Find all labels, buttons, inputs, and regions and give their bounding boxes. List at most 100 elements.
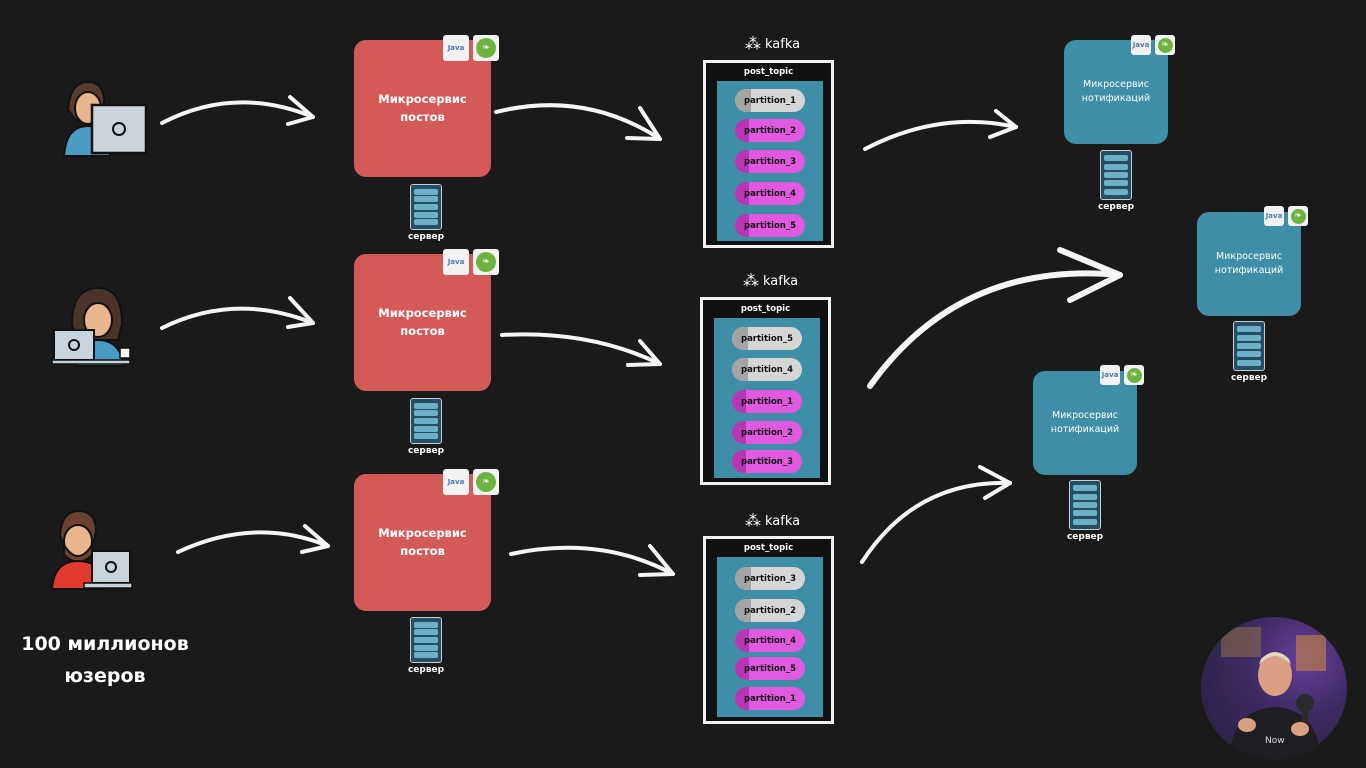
kafka-topic-2: post_topic partition_5 partition_4 parti… [700,297,831,485]
partition-pill: partition_3 [735,567,805,590]
kafka-icon: ⁂ [743,271,759,290]
partition-pill: partition_2 [735,599,805,622]
partition-label: partition_2 [743,125,797,136]
server-posts-1: сервер [408,184,444,242]
partition-label: partition_1 [743,95,797,106]
tech-badges: Java ❧ [443,249,499,275]
user-laptop-icon [50,509,133,590]
notification-service-3: Микросервис нотификаций [1033,371,1137,475]
partition-pill: partition_4 [735,629,805,652]
java-icon: Java [1131,35,1151,55]
tech-badges: Java ❧ [1131,35,1175,55]
spring-icon: ❧ [1124,365,1144,385]
server-caption: сервер [1066,532,1104,542]
server-caption: сервер [407,665,445,675]
partition-label: partition_1 [740,396,794,407]
partition-pill: partition_1 [735,89,805,112]
partition-label: partition_4 [740,364,794,375]
kafka-topic-3: post_topic partition_3 partition_2 parti… [703,536,834,724]
java-icon: Java [443,469,469,495]
posts-service-1: Микросервис постов [354,40,491,177]
server-notif-2: сервер [1231,321,1267,383]
user-laptop-icon [62,80,148,157]
tech-badges: Java ❧ [443,35,499,61]
partition-label: partition_5 [743,220,797,231]
notification-service-label: Микросервис нотификаций [1214,251,1284,276]
spring-icon: ❧ [1155,35,1175,55]
arrow-user3-to-posts3 [176,530,330,554]
java-icon: Java [1264,206,1284,226]
server-caption: сервер [407,232,445,242]
user-avatar-2 [50,280,150,380]
spring-icon: ❧ [473,469,499,495]
java-label: Java [447,478,465,486]
server-rack-icon [410,184,442,230]
user-laptop-icon [51,286,131,367]
partition-pill: partition_5 [735,657,805,680]
kafka-logo-1: ⁂ kafka [745,36,800,52]
topic-name: post_topic [740,304,791,314]
java-icon: Java [443,249,469,275]
java-label: Java [1265,212,1283,220]
arrow-user2-to-posts2 [160,306,315,330]
kafka-logo-3: ⁂ kafka [745,513,800,529]
notification-service-label: Микросервис нотификаций [1050,410,1120,435]
users-caption-line2: юзеров [64,665,146,688]
users-caption-line1: 100 миллионов [21,633,189,655]
server-notif-1: сервер [1098,150,1134,212]
partition-label: partition_3 [740,456,794,467]
partition-pill: partition_3 [735,150,805,173]
server-rack-icon [1069,480,1101,530]
partition-label: partition_1 [743,693,797,704]
kafka-topic-1: post_topic partition_1 partition_2 parti… [703,60,834,248]
topic-name: post_topic [743,67,794,77]
posts-service-3: Микросервис постов [354,474,491,611]
notification-service-label: Микросервис нотификаций [1081,79,1151,104]
partition-label: partition_4 [743,635,797,646]
partition-pill: partition_2 [732,421,802,444]
arrow-posts1-to-kafka1 [494,103,662,141]
java-label: Java [447,258,465,266]
partition-pill: partition_4 [732,358,802,381]
posts-service-2: Микросервис постов [354,254,491,391]
partitions-container: partition_5 partition_4 partition_1 part… [714,318,820,478]
kafka-label: kafka [763,273,799,289]
partitions-container: partition_3 partition_2 partition_4 part… [717,557,823,717]
partition-pill: partition_4 [735,182,805,205]
posts-service-label: Микросервис постов [378,91,467,124]
users-caption: 100 миллионов юзеров [10,628,200,693]
user-avatar-3 [48,505,148,605]
kafka-logo-2: ⁂ kafka [743,273,798,289]
arrow-posts3-to-kafka3 [509,545,675,576]
kafka-icon: ⁂ [745,511,761,530]
arrow-kafka3-to-notif3 [860,480,1012,564]
arrow-kafka2-to-notif2 [867,270,1123,389]
arrow-posts2-to-kafka2 [500,332,662,366]
kafka-icon: ⁂ [745,34,761,53]
presenter-webcam: Now [1201,617,1347,759]
server-rack-icon [410,617,442,663]
java-label: Java [447,44,465,52]
server-rack-icon [1233,321,1265,371]
server-notif-3: сервер [1067,480,1103,542]
server-caption: сервер [1097,202,1135,212]
tech-badges: Java ❧ [1264,206,1308,226]
partition-label: partition_3 [743,156,797,167]
partition-pill: partition_1 [732,390,802,413]
tech-badges: Java ❧ [1100,365,1144,385]
server-caption: сервер [407,446,445,456]
user-avatar-1 [58,70,158,170]
server-posts-3: сервер [408,617,444,675]
partition-pill: partition_5 [732,327,802,350]
server-rack-icon [410,398,442,444]
spring-icon: ❧ [473,35,499,61]
java-label: Java [1101,371,1119,379]
notification-service-1: Микросервис нотификаций [1064,40,1168,144]
spring-icon: ❧ [1288,206,1308,226]
partition-label: partition_5 [740,333,794,344]
posts-service-label: Микросервис постов [378,525,467,558]
partition-label: partition_5 [743,663,797,674]
partition-label: partition_4 [743,188,797,199]
java-icon: Java [443,35,469,61]
